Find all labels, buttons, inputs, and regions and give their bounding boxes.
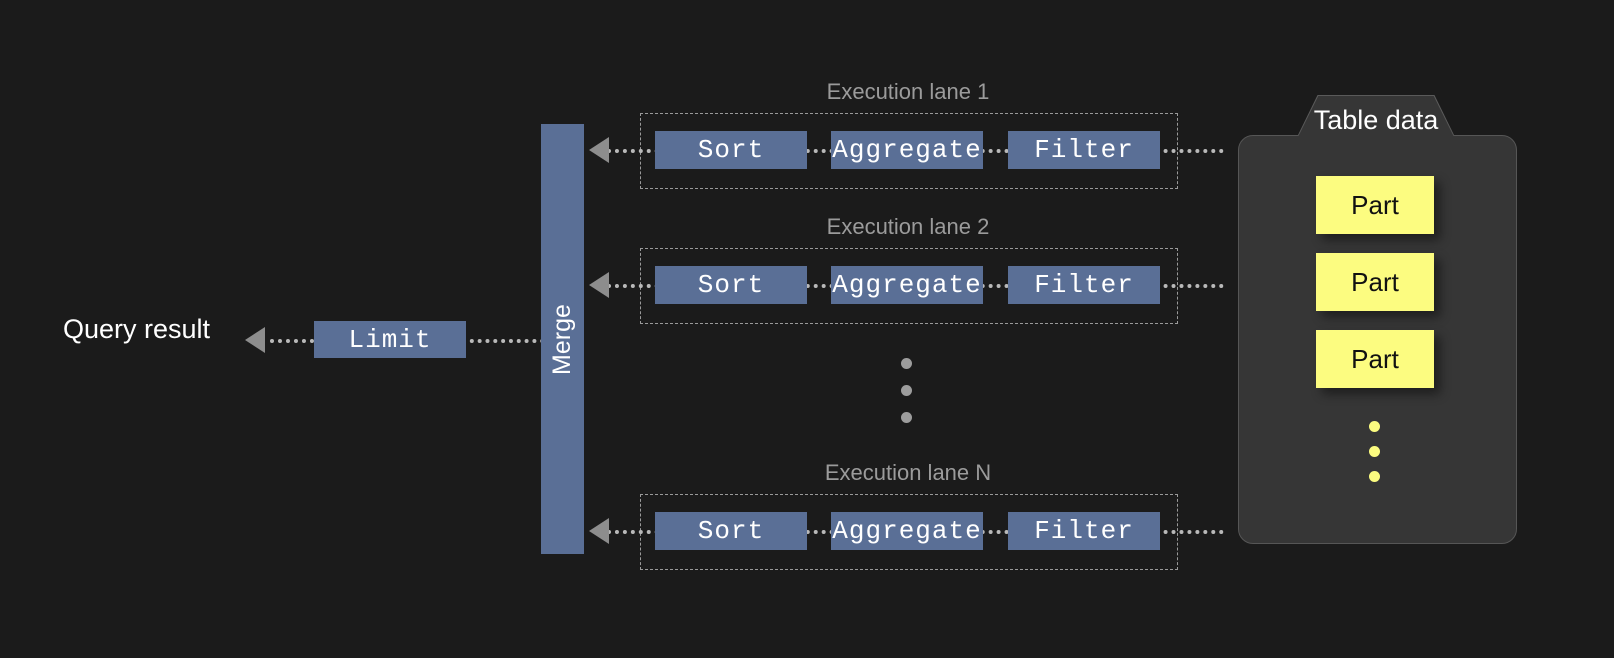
lane-ellipsis [901,358,912,423]
lane-1-stage-filter[interactable]: Filter [1008,131,1160,169]
lane-n-stage-filter[interactable]: Filter [1008,512,1160,550]
lane-1-stage-sort[interactable]: Sort [655,131,807,169]
ellipsis-dot [1369,421,1380,432]
connector-limit-to-result [270,339,330,343]
part-box[interactable]: Part [1316,176,1434,234]
merge-bar[interactable]: Merge [541,124,584,554]
ellipsis-dot [1369,471,1380,482]
table-data-ellipsis [1369,421,1380,482]
lane-2-stage-sort[interactable]: Sort [655,266,807,304]
limit-box[interactable]: Limit [314,321,466,358]
lane-1-stage-aggregate[interactable]: Aggregate [831,131,983,169]
lane-title-1: Execution lane 1 [826,79,990,104]
table-data-tab [1298,96,1454,137]
ellipsis-dot [901,412,912,423]
arrow-to-query-result [245,327,265,353]
lane-2-stage-aggregate[interactable]: Aggregate [831,266,983,304]
lane-n-stage-sort[interactable]: Sort [655,512,807,550]
arrow-lane-2-to-merge [589,272,609,298]
ellipsis-dot [901,358,912,369]
lane-n-stage-aggregate[interactable]: Aggregate [831,512,983,550]
ellipsis-dot [901,385,912,396]
part-box[interactable]: Part [1316,253,1434,311]
query-result-label: Query result [63,314,211,344]
arrow-lane-n-to-merge [589,518,609,544]
ellipsis-dot [1369,446,1380,457]
table-data-title: Table data [1313,105,1439,135]
arrow-lane-1-to-merge [589,137,609,163]
merge-label: Merge [548,303,576,375]
part-box[interactable]: Part [1316,330,1434,388]
lane-title-2: Execution lane 2 [826,214,990,239]
lane-title-n: Execution lane N [824,460,992,485]
connector-merge-to-limit [462,339,560,343]
lane-2-stage-filter[interactable]: Filter [1008,266,1160,304]
